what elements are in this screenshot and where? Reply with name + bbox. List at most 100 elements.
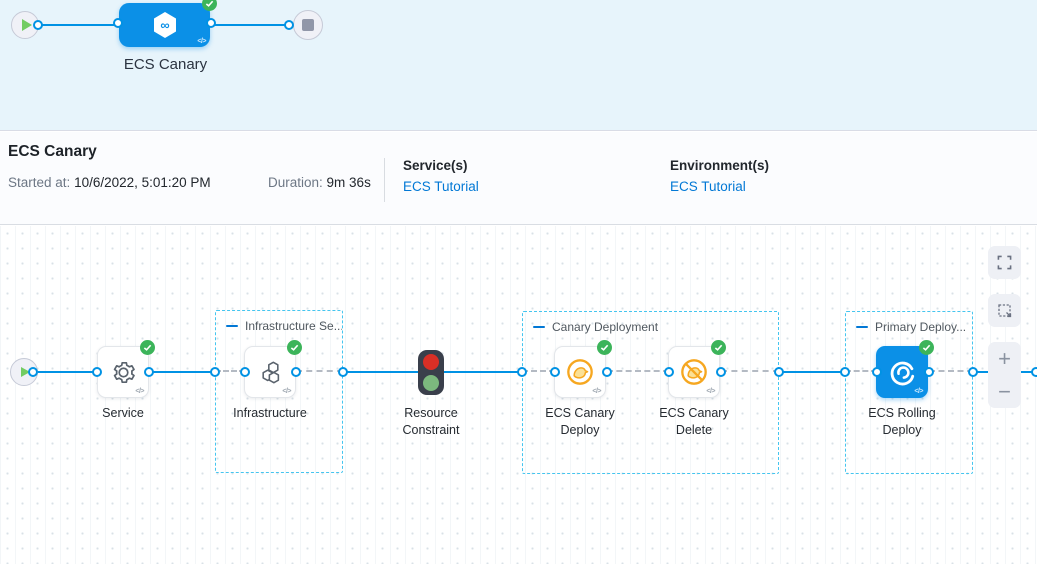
fit-to-screen-button[interactable] bbox=[988, 294, 1021, 327]
started-at-label: Started at: bbox=[8, 175, 71, 190]
step-node-ecs-canary-delete[interactable]: </> bbox=[668, 340, 726, 398]
edge-line bbox=[444, 371, 522, 373]
collapse-stage-icon[interactable] bbox=[856, 325, 868, 329]
hexagons-icon bbox=[261, 360, 279, 384]
services-label: Service(s) bbox=[403, 158, 468, 173]
edge-line bbox=[343, 371, 418, 373]
edge-line-dashed bbox=[721, 370, 779, 372]
services-block: Service(s) ECS Tutorial bbox=[403, 158, 479, 194]
environments-block: Environment(s) ECS Tutorial bbox=[670, 158, 769, 194]
execution-summary-header: ECS Canary Started at: 10/6/2022, 5:01:2… bbox=[0, 132, 1037, 225]
connector-dot bbox=[144, 367, 154, 377]
edge-line-dashed bbox=[296, 370, 343, 372]
stage-header-infrastructure[interactable]: Infrastructure Se... bbox=[216, 311, 342, 341]
connector-dot bbox=[206, 18, 216, 28]
step-label: Service bbox=[102, 406, 144, 420]
pipeline-stop-button[interactable] bbox=[293, 10, 323, 40]
fullscreen-button[interactable] bbox=[988, 246, 1021, 279]
header-divider bbox=[384, 158, 385, 202]
connector-dot bbox=[284, 20, 294, 30]
connector-dot bbox=[602, 367, 612, 377]
step-label: Resource Constraint bbox=[402, 406, 460, 437]
step-node-service[interactable]: </> bbox=[97, 340, 155, 398]
service-link[interactable]: ECS Tutorial bbox=[403, 179, 479, 194]
code-template-icon: </> bbox=[135, 388, 144, 395]
stage-name: Canary Deployment bbox=[552, 320, 659, 334]
connector-dot bbox=[664, 367, 674, 377]
stage-header-canary-deployment[interactable]: Canary Deployment bbox=[523, 312, 668, 342]
traffic-light-green-icon bbox=[423, 374, 439, 391]
edge-line bbox=[33, 371, 97, 373]
stage-box-infrastructure: Infrastructure Se... bbox=[215, 310, 343, 473]
connector-dot bbox=[338, 367, 348, 377]
zoom-out-button[interactable]: − bbox=[998, 378, 1011, 404]
execution-title: ECS Canary bbox=[8, 143, 97, 160]
duration: Duration: 9m 36s bbox=[268, 175, 371, 190]
connector-dot bbox=[872, 367, 882, 377]
stage-name: Primary Deploy... bbox=[875, 320, 967, 334]
code-template-icon: </> bbox=[592, 388, 601, 395]
connector-dot bbox=[113, 18, 123, 28]
minimap-stage-label: ECS Canary bbox=[123, 56, 208, 73]
code-template-icon: </> bbox=[706, 388, 715, 395]
play-icon bbox=[21, 19, 32, 31]
canary-icon bbox=[567, 359, 593, 385]
code-template-icon: </> bbox=[197, 38, 206, 45]
canary-delete-icon bbox=[681, 359, 707, 385]
step-node-ecs-canary-deploy[interactable]: </> bbox=[554, 340, 612, 398]
play-icon bbox=[21, 367, 30, 377]
success-check-icon bbox=[140, 340, 155, 355]
started-at-value: 10/6/2022, 5:01:20 PM bbox=[74, 175, 211, 190]
connector-dot bbox=[92, 367, 102, 377]
step-label: ECS Rolling Deploy bbox=[868, 406, 936, 437]
edge-line bbox=[149, 371, 215, 373]
selection-square-icon bbox=[997, 303, 1011, 317]
connector-dot bbox=[291, 367, 301, 377]
deploy-hexagon-icon: ∞ bbox=[153, 12, 176, 38]
step-node-ecs-rolling-deploy[interactable]: </> bbox=[876, 340, 934, 398]
duration-label: Duration: bbox=[268, 175, 323, 190]
stage-minimap-banner: ∞ </> ECS Canary bbox=[0, 0, 1037, 131]
step-node-infrastructure[interactable]: </> bbox=[244, 340, 302, 398]
success-check-icon bbox=[711, 340, 726, 355]
stage-box-primary-deployment: Primary Deploy... bbox=[845, 311, 973, 474]
collapse-stage-icon[interactable] bbox=[533, 325, 545, 329]
svg-text:∞: ∞ bbox=[160, 18, 169, 33]
pipeline-start-button[interactable] bbox=[11, 11, 39, 39]
code-template-icon: </> bbox=[282, 388, 291, 395]
fullscreen-icon bbox=[997, 255, 1012, 270]
step-label: Infrastructure bbox=[233, 406, 307, 420]
connector-dot bbox=[33, 20, 43, 30]
edge-line-dashed bbox=[607, 370, 669, 372]
connector-dot bbox=[1031, 367, 1037, 377]
started-at: Started at: 10/6/2022, 5:01:20 PM bbox=[8, 175, 211, 190]
connector-dot bbox=[840, 367, 850, 377]
connector-dot bbox=[210, 367, 220, 377]
success-check-icon bbox=[597, 340, 612, 355]
zoom-in-button[interactable]: + bbox=[998, 345, 1011, 371]
edge-line bbox=[779, 371, 845, 373]
connector-dot bbox=[550, 367, 560, 377]
edge-line-dashed bbox=[522, 370, 555, 372]
connector-dot bbox=[968, 367, 978, 377]
step-node-resource-constraint[interactable] bbox=[418, 350, 444, 395]
minimap-stage-node-ecs-canary[interactable]: ∞ </> bbox=[113, 0, 217, 47]
gear-icon bbox=[113, 361, 135, 383]
stage-header-primary-deployment[interactable]: Primary Deploy... bbox=[846, 312, 972, 342]
connector-dot bbox=[28, 367, 38, 377]
environments-label: Environment(s) bbox=[670, 158, 770, 173]
connector-dot bbox=[517, 367, 527, 377]
edge-line-dashed bbox=[929, 370, 973, 372]
connector-dot bbox=[924, 367, 934, 377]
zoom-controls: + − bbox=[988, 342, 1021, 408]
execution-graph-canvas[interactable]: Infrastructure Se... Canary Deployment P… bbox=[0, 226, 1037, 564]
environment-link[interactable]: ECS Tutorial bbox=[670, 179, 746, 194]
duration-value: 9m 36s bbox=[326, 175, 371, 190]
edge-line-dashed bbox=[845, 370, 877, 372]
success-check-icon bbox=[287, 340, 302, 355]
stage-name: Infrastructure Se... bbox=[245, 319, 342, 333]
collapse-stage-icon[interactable] bbox=[226, 324, 238, 328]
edge-line-dashed bbox=[215, 370, 245, 372]
stage-box-canary-deployment: Canary Deployment bbox=[522, 311, 779, 474]
